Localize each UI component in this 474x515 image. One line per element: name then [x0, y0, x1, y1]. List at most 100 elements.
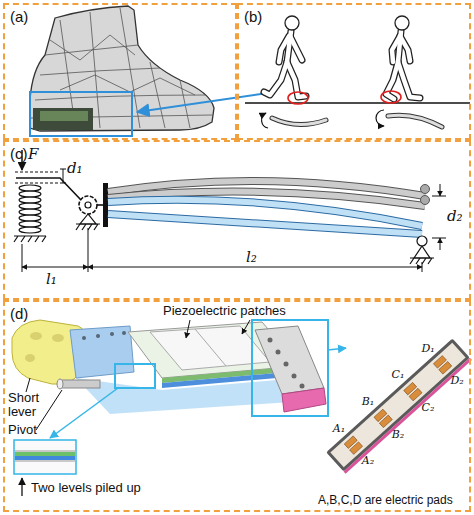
dimension-label: d₁	[67, 160, 83, 177]
panel-letter: (b)	[244, 8, 262, 25]
sneaker-illustration	[30, 6, 214, 131]
walking-figures	[245, 102, 470, 104]
electrode-strip	[330, 343, 465, 468]
lever-mechanism	[85, 202, 91, 208]
dimension-lines	[22, 267, 88, 268]
harvester-device	[282, 388, 326, 412]
sneaker-illustration	[40, 68, 160, 75]
zoom-callouts	[115, 364, 155, 388]
panel-letter: (a)	[10, 8, 28, 25]
beam-deflection-icon	[272, 118, 326, 125]
beam-deflection-icon	[388, 115, 442, 127]
lever-mechanism	[80, 214, 96, 224]
zoom-callouts	[252, 320, 328, 416]
walking-figures	[264, 31, 306, 97]
cantilever-beams	[108, 214, 422, 234]
electrode-strip	[409, 388, 422, 400]
part-label: Short lever	[8, 391, 50, 420]
sneaker-illustration	[33, 108, 93, 130]
pad-label: D₁	[421, 343, 434, 355]
layer-inset	[15, 451, 75, 452]
lever-mechanism	[15, 183, 60, 184]
walking-figures	[285, 16, 299, 30]
beam-deflection-icon	[262, 110, 442, 128]
dimension-label: d₂	[447, 208, 463, 225]
lever-mechanism	[19, 191, 41, 197]
leader-lines	[26, 378, 30, 392]
harvester-device	[12, 320, 326, 414]
cantilever-beams	[421, 185, 430, 194]
lever-mechanism	[103, 183, 108, 227]
dimension-lines	[88, 267, 422, 268]
beam-deflection-icon	[376, 110, 384, 126]
harvester-device	[52, 334, 64, 342]
sneaker-illustration	[150, 62, 165, 128]
dimension-lines	[22, 228, 422, 272]
zoom-callouts	[328, 348, 346, 350]
electrode-strip	[350, 442, 363, 454]
harvester-device	[110, 332, 114, 336]
dimension-lines	[432, 196, 446, 238]
lever-mechanism	[14, 150, 108, 242]
dimension-lines	[440, 238, 441, 250]
sneaker-illustration	[30, 6, 214, 131]
panel-letter: (d)	[10, 305, 28, 322]
leader-lines	[21, 478, 22, 496]
dimension-lines	[22, 184, 446, 272]
pad-label: B₂	[392, 429, 405, 441]
lever-mechanism	[79, 196, 97, 214]
lever-mechanism	[19, 209, 41, 215]
note-text: A,B,C,D are electric pads	[318, 494, 453, 507]
part-label: Piezoelectric patches	[163, 304, 286, 318]
beam-deflection-icon	[262, 113, 268, 128]
part-label: Pivot	[8, 423, 37, 437]
cantilever-beams	[108, 214, 422, 234]
harvester-device	[255, 326, 324, 394]
cantilever-beams	[108, 181, 434, 264]
leader-lines	[242, 320, 250, 334]
harvester-device	[30, 332, 42, 340]
pad-label: C₂	[422, 402, 435, 414]
beam-deflection-icon	[272, 118, 326, 125]
pad-label: D₂	[450, 375, 463, 387]
electrode-strip	[439, 362, 452, 374]
dimension-lines	[440, 184, 441, 196]
panel-letter: (c)	[10, 145, 28, 162]
lever-mechanism	[60, 169, 66, 183]
harvester-device	[292, 374, 297, 379]
walking-figures	[381, 91, 401, 103]
harvester-device	[284, 362, 289, 367]
cantilever-beams	[417, 236, 427, 246]
cantilever-beams	[414, 246, 430, 258]
dimension-label: l₂	[246, 249, 257, 266]
harvester-device	[60, 380, 100, 388]
figure-panel: (b)	[237, 3, 471, 140]
lever-mechanism	[14, 236, 46, 242]
callout-box	[30, 92, 132, 136]
sneaker-illustration	[50, 35, 135, 60]
harvester-device	[122, 331, 126, 335]
sneaker-illustration	[120, 8, 140, 128]
harvester-device	[25, 354, 35, 362]
layer-inset	[15, 461, 75, 462]
zoom-callouts	[50, 320, 346, 438]
lever-mechanism	[19, 221, 41, 227]
harvester-device	[57, 379, 63, 389]
pad-label: B₁	[362, 396, 375, 408]
figure-panel: (a)	[3, 3, 237, 140]
walking-figures	[395, 16, 409, 30]
pad-label: A₁	[333, 423, 345, 435]
sneaker-illustration	[40, 111, 88, 121]
sneaker-illustration	[35, 95, 205, 100]
electrode-strip	[326, 338, 470, 471]
harvester-device	[300, 384, 305, 389]
lever-mechanism	[15, 172, 60, 173]
harvester-device	[82, 336, 86, 340]
walking-figures	[245, 16, 470, 104]
walking-figures	[386, 31, 420, 99]
lever-mechanism	[19, 215, 41, 221]
beam-deflection-icon	[388, 115, 442, 127]
harvester-device	[268, 338, 273, 343]
cantilever-beams	[421, 196, 430, 205]
pad-label: C₁	[392, 369, 405, 381]
